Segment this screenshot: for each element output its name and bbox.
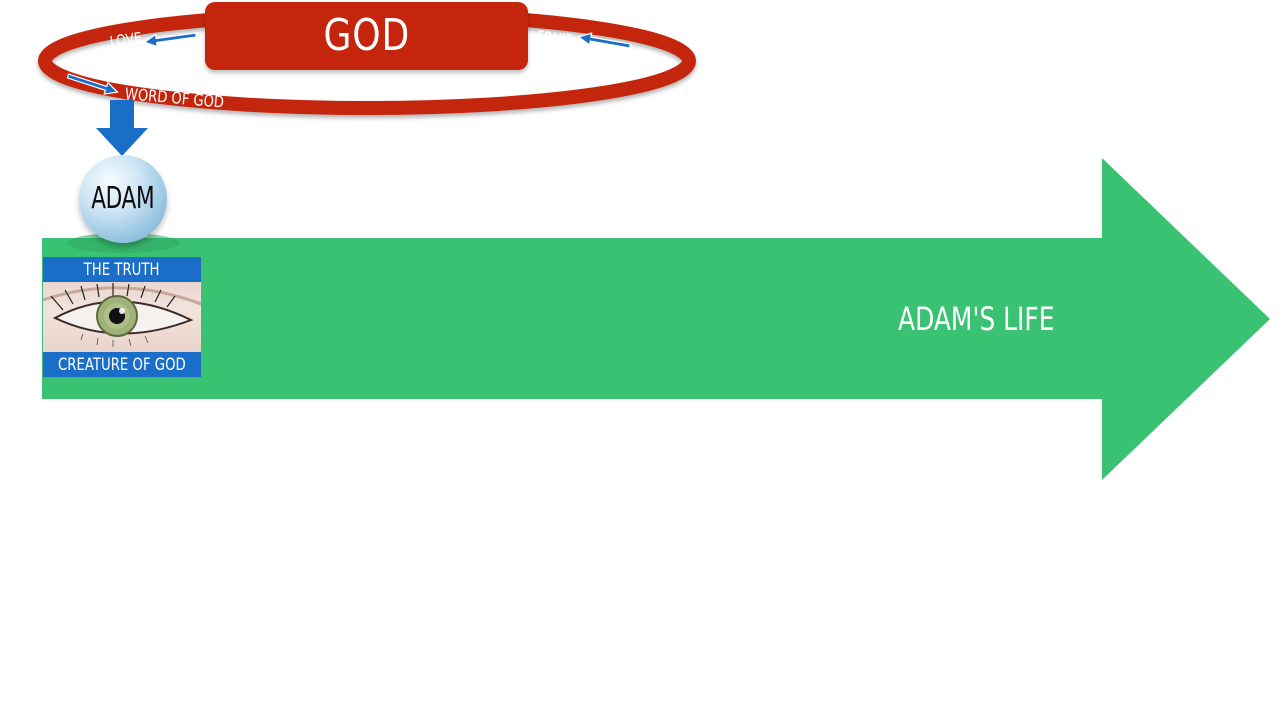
life-arrow <box>42 158 1270 480</box>
truth-title: THE TRUTH <box>43 257 201 282</box>
adam-sphere: ADAM <box>79 155 167 243</box>
fruit-arrow-icon <box>577 32 632 49</box>
truth-caption: CREATURE OF GOD <box>43 352 201 377</box>
eye-icon <box>43 282 201 352</box>
life-label: ADAM'S LIFE <box>898 300 1055 338</box>
truth-title-text: THE TRUTH <box>84 259 160 280</box>
god-label: GOD <box>323 10 410 61</box>
adam-label: ADAM <box>91 181 155 216</box>
love-arrow-icon <box>143 32 197 48</box>
god-box: GOD <box>205 2 528 70</box>
truth-panel: THE TRUTH <box>43 257 201 377</box>
down-arrow-icon <box>96 100 148 156</box>
truth-caption-text: CREATURE OF GOD <box>58 354 186 375</box>
word-arrow-icon <box>66 73 119 95</box>
